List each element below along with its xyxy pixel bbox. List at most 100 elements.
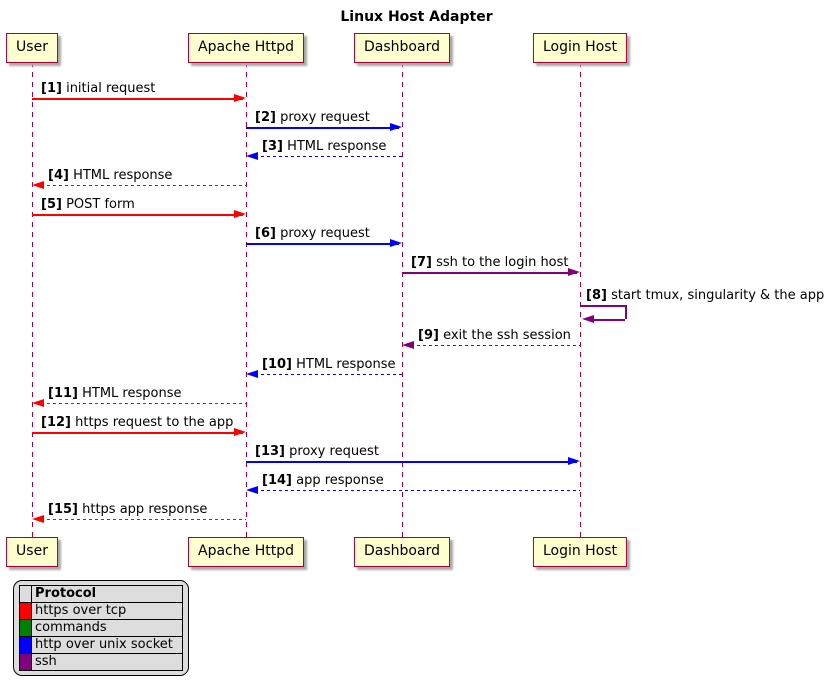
legend-label: https over tcp (31, 602, 183, 620)
message-text: app response (296, 473, 384, 488)
legend-label: http over unix socket (31, 636, 183, 654)
message-line (35, 403, 246, 404)
message-arrowhead (234, 210, 246, 218)
lifeline-0 (32, 62, 33, 538)
message-text: start tmux, singularity & the app (611, 288, 825, 303)
message-seq: [4] (48, 168, 69, 183)
legend-swatch (19, 619, 32, 637)
legend-row: https over tcp (19, 602, 183, 620)
message-seq: [12] (41, 415, 71, 430)
message-line (35, 185, 246, 186)
message-seq: [8] (586, 288, 607, 303)
message-line (32, 98, 243, 100)
message-text: proxy request (280, 110, 370, 125)
message-arrowhead (246, 152, 258, 160)
message-self-bottom (593, 319, 625, 321)
message-line (402, 272, 577, 274)
message-seq: [3] (262, 139, 283, 154)
message-arrowhead (32, 399, 44, 407)
message-arrowhead (246, 370, 258, 378)
message-line (246, 243, 399, 245)
participant-bottom-0: User (6, 537, 58, 567)
message-label: [15] https app response (48, 502, 207, 517)
message-label: [9] exit the ssh session (418, 328, 571, 343)
message-label: [10] HTML response (262, 357, 395, 372)
legend-swatch (19, 653, 32, 671)
message-seq: [9] (418, 328, 439, 343)
message-text: proxy request (280, 226, 370, 241)
message-arrowhead (246, 486, 258, 494)
message-arrowhead (390, 239, 402, 247)
legend-row: http over unix socket (19, 636, 183, 654)
message-label: [7] ssh to the login host (411, 255, 569, 270)
lifeline-3 (580, 62, 581, 538)
participant-top-1: Apache Httpd (188, 33, 304, 63)
message-label: [13] proxy request (255, 444, 379, 459)
message-label: [1] initial request (41, 81, 155, 96)
message-label: [3] HTML response (262, 139, 386, 154)
message-label: [8] start tmux, singularity & the app (586, 288, 824, 303)
message-line (249, 374, 402, 375)
legend-swatch (19, 602, 32, 620)
legend-row: commands (19, 619, 183, 637)
participant-top-0: User (6, 33, 58, 63)
message-seq: [13] (255, 444, 285, 459)
message-label: [4] HTML response (48, 168, 172, 183)
message-seq: [15] (48, 502, 78, 517)
participant-top-3: Login Host (532, 33, 628, 63)
message-seq: [1] (41, 81, 62, 96)
message-seq: [2] (255, 110, 276, 125)
message-arrowhead (390, 123, 402, 131)
message-label: [6] proxy request (255, 226, 370, 241)
message-text: HTML response (73, 168, 173, 183)
lifeline-1 (246, 62, 247, 538)
message-seq: [11] (48, 386, 78, 401)
message-seq: [14] (262, 473, 292, 488)
lifeline-2 (402, 62, 403, 538)
message-arrowhead (568, 268, 580, 276)
message-line (249, 156, 402, 157)
message-line (32, 214, 243, 216)
legend-header-row: Protocol (19, 585, 183, 603)
message-arrowhead (234, 94, 246, 102)
message-label: [12] https request to the app (41, 415, 233, 430)
legend-label: ssh (31, 653, 183, 671)
message-seq: [5] (41, 197, 62, 212)
message-line (35, 519, 246, 520)
participant-bottom-1: Apache Httpd (188, 537, 304, 567)
message-line (246, 127, 399, 129)
message-text: POST form (66, 197, 135, 212)
message-line (32, 432, 243, 434)
message-arrowhead (402, 341, 414, 349)
message-text: https app response (82, 502, 208, 517)
message-text: proxy request (289, 444, 379, 459)
diagram-title: Linux Host Adapter (340, 9, 493, 25)
message-arrowhead (32, 515, 44, 523)
message-line (405, 345, 580, 346)
message-arrowhead (568, 457, 580, 465)
legend-label: commands (31, 619, 183, 637)
participant-bottom-2: Dashboard (354, 537, 450, 567)
message-label: [11] HTML response (48, 386, 181, 401)
message-line (246, 461, 577, 463)
message-arrowhead (582, 315, 594, 323)
message-line (249, 490, 580, 491)
message-text: exit the ssh session (443, 328, 571, 343)
message-seq: [7] (411, 255, 432, 270)
message-arrowhead (234, 428, 246, 436)
message-label: [2] proxy request (255, 110, 370, 125)
message-text: ssh to the login host (436, 255, 569, 270)
message-text: HTML response (296, 357, 396, 372)
message-label: [5] POST form (41, 197, 135, 212)
participant-top-2: Dashboard (354, 33, 450, 63)
participant-bottom-3: Login Host (532, 537, 628, 567)
message-seq: [10] (262, 357, 292, 372)
legend-title: Protocol (31, 585, 183, 603)
message-label: [14] app response (262, 473, 384, 488)
legend-swatch (19, 636, 32, 654)
message-text: https request to the app (75, 415, 234, 430)
message-arrowhead (32, 181, 44, 189)
